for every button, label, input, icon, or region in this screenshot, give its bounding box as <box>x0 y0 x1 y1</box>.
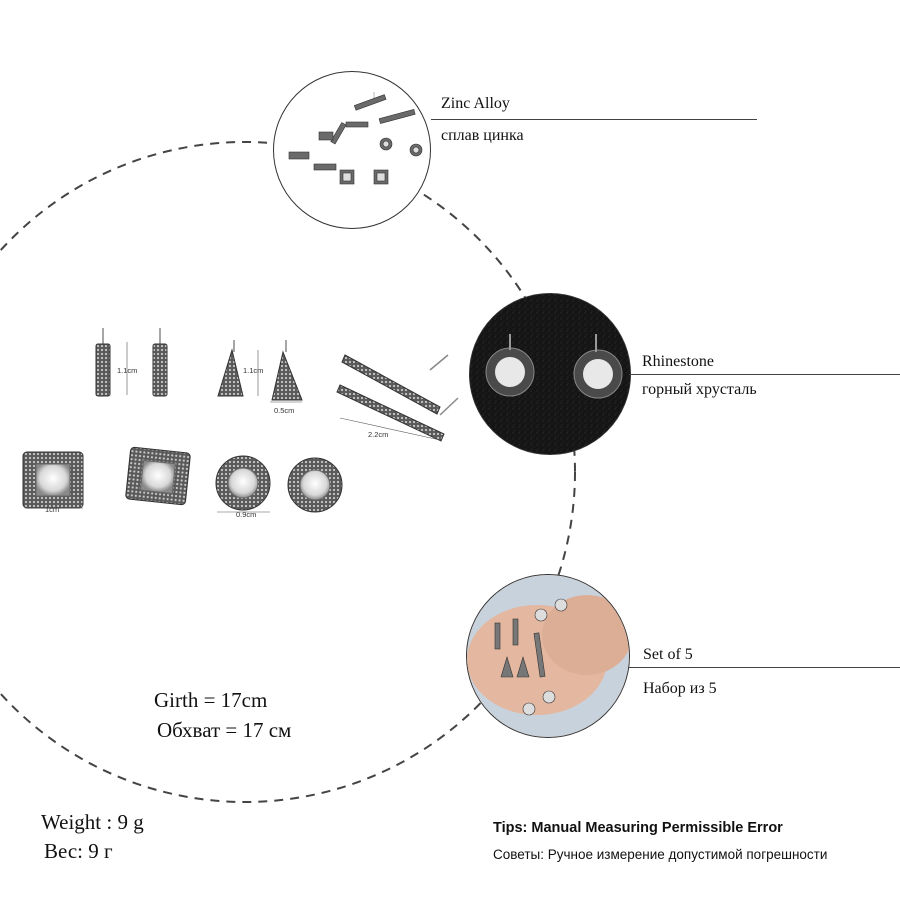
girth-label-en: Girth = 17cm <box>154 688 268 712</box>
set-label-ru: Набор из 5 <box>643 680 717 697</box>
bar-height-label: 1.1cm <box>117 366 138 375</box>
zinc-alloy-label-ru: сплав цинка <box>441 127 524 144</box>
set-rule <box>628 667 900 668</box>
triangle-earrings <box>217 340 303 401</box>
small-bar-earrings <box>95 328 168 397</box>
girth-label-ru: Обхват = 17 см <box>157 718 292 742</box>
square-earrings <box>22 446 191 509</box>
tips-label-en: Tips: Manual Measuring Permissible Error <box>493 820 783 836</box>
rhinestone-label-ru: горный хрусталь <box>642 381 757 398</box>
rhinestone-label-en: Rhinestone <box>642 353 714 370</box>
tips-label-ru: Советы: Ручное измерение допустимой погр… <box>493 847 828 862</box>
triangle-height-label: 1.1cm <box>243 366 264 375</box>
zinc-alloy-rule <box>431 119 757 120</box>
set-of-5-photo <box>466 574 630 738</box>
set-label-en: Set of 5 <box>643 646 693 663</box>
square-width-label: 1cm <box>45 505 60 514</box>
rhinestone-photo <box>469 293 631 455</box>
zinc-alloy-label-en: Zinc Alloy <box>441 95 510 112</box>
triangle-width-label: 0.5cm <box>274 406 295 415</box>
rhinestone-rule <box>629 374 900 375</box>
weight-label-ru: Вес: 9 г <box>44 839 113 863</box>
round-earrings <box>215 455 343 513</box>
zinc-alloy-photo <box>273 71 431 229</box>
weight-label-en: Weight : 9 g <box>41 810 144 834</box>
long-bar-earrings <box>336 354 459 442</box>
earrings-product-display <box>22 328 459 513</box>
long-bar-length-label: 2.2cm <box>368 430 389 439</box>
round-width-label: 0.9cm <box>236 510 257 519</box>
